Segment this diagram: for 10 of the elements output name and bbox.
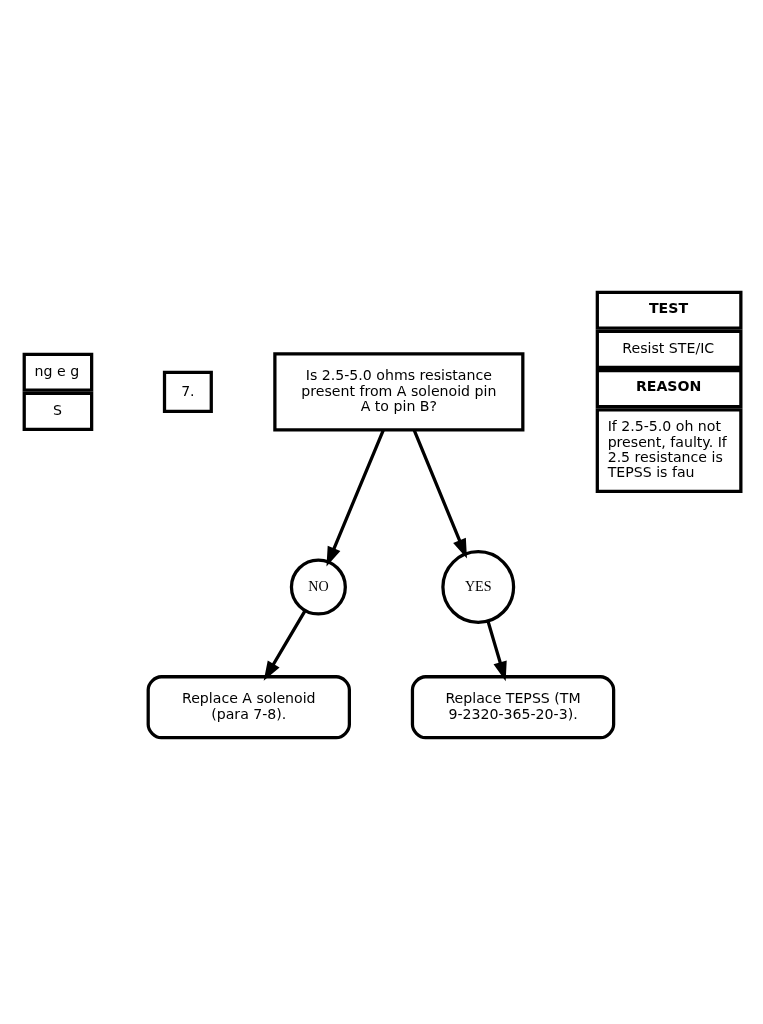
arrow [485, 620, 507, 682]
arrow [326, 429, 385, 567]
node-box: Replace TEPSS (TM 9-2320-365-20-3). [410, 675, 615, 740]
arrow [412, 429, 467, 559]
node-box: Replace A solenoid (para 7-8). [146, 675, 351, 740]
node-circle: YES [440, 550, 515, 624]
node-circle: NO [289, 558, 347, 616]
arrow [263, 609, 307, 681]
node-box: Is 2.5-5.0 ohms resistance present from A solenoid pin A to pin B? [272, 352, 524, 432]
node-box: 7. [162, 370, 213, 414]
